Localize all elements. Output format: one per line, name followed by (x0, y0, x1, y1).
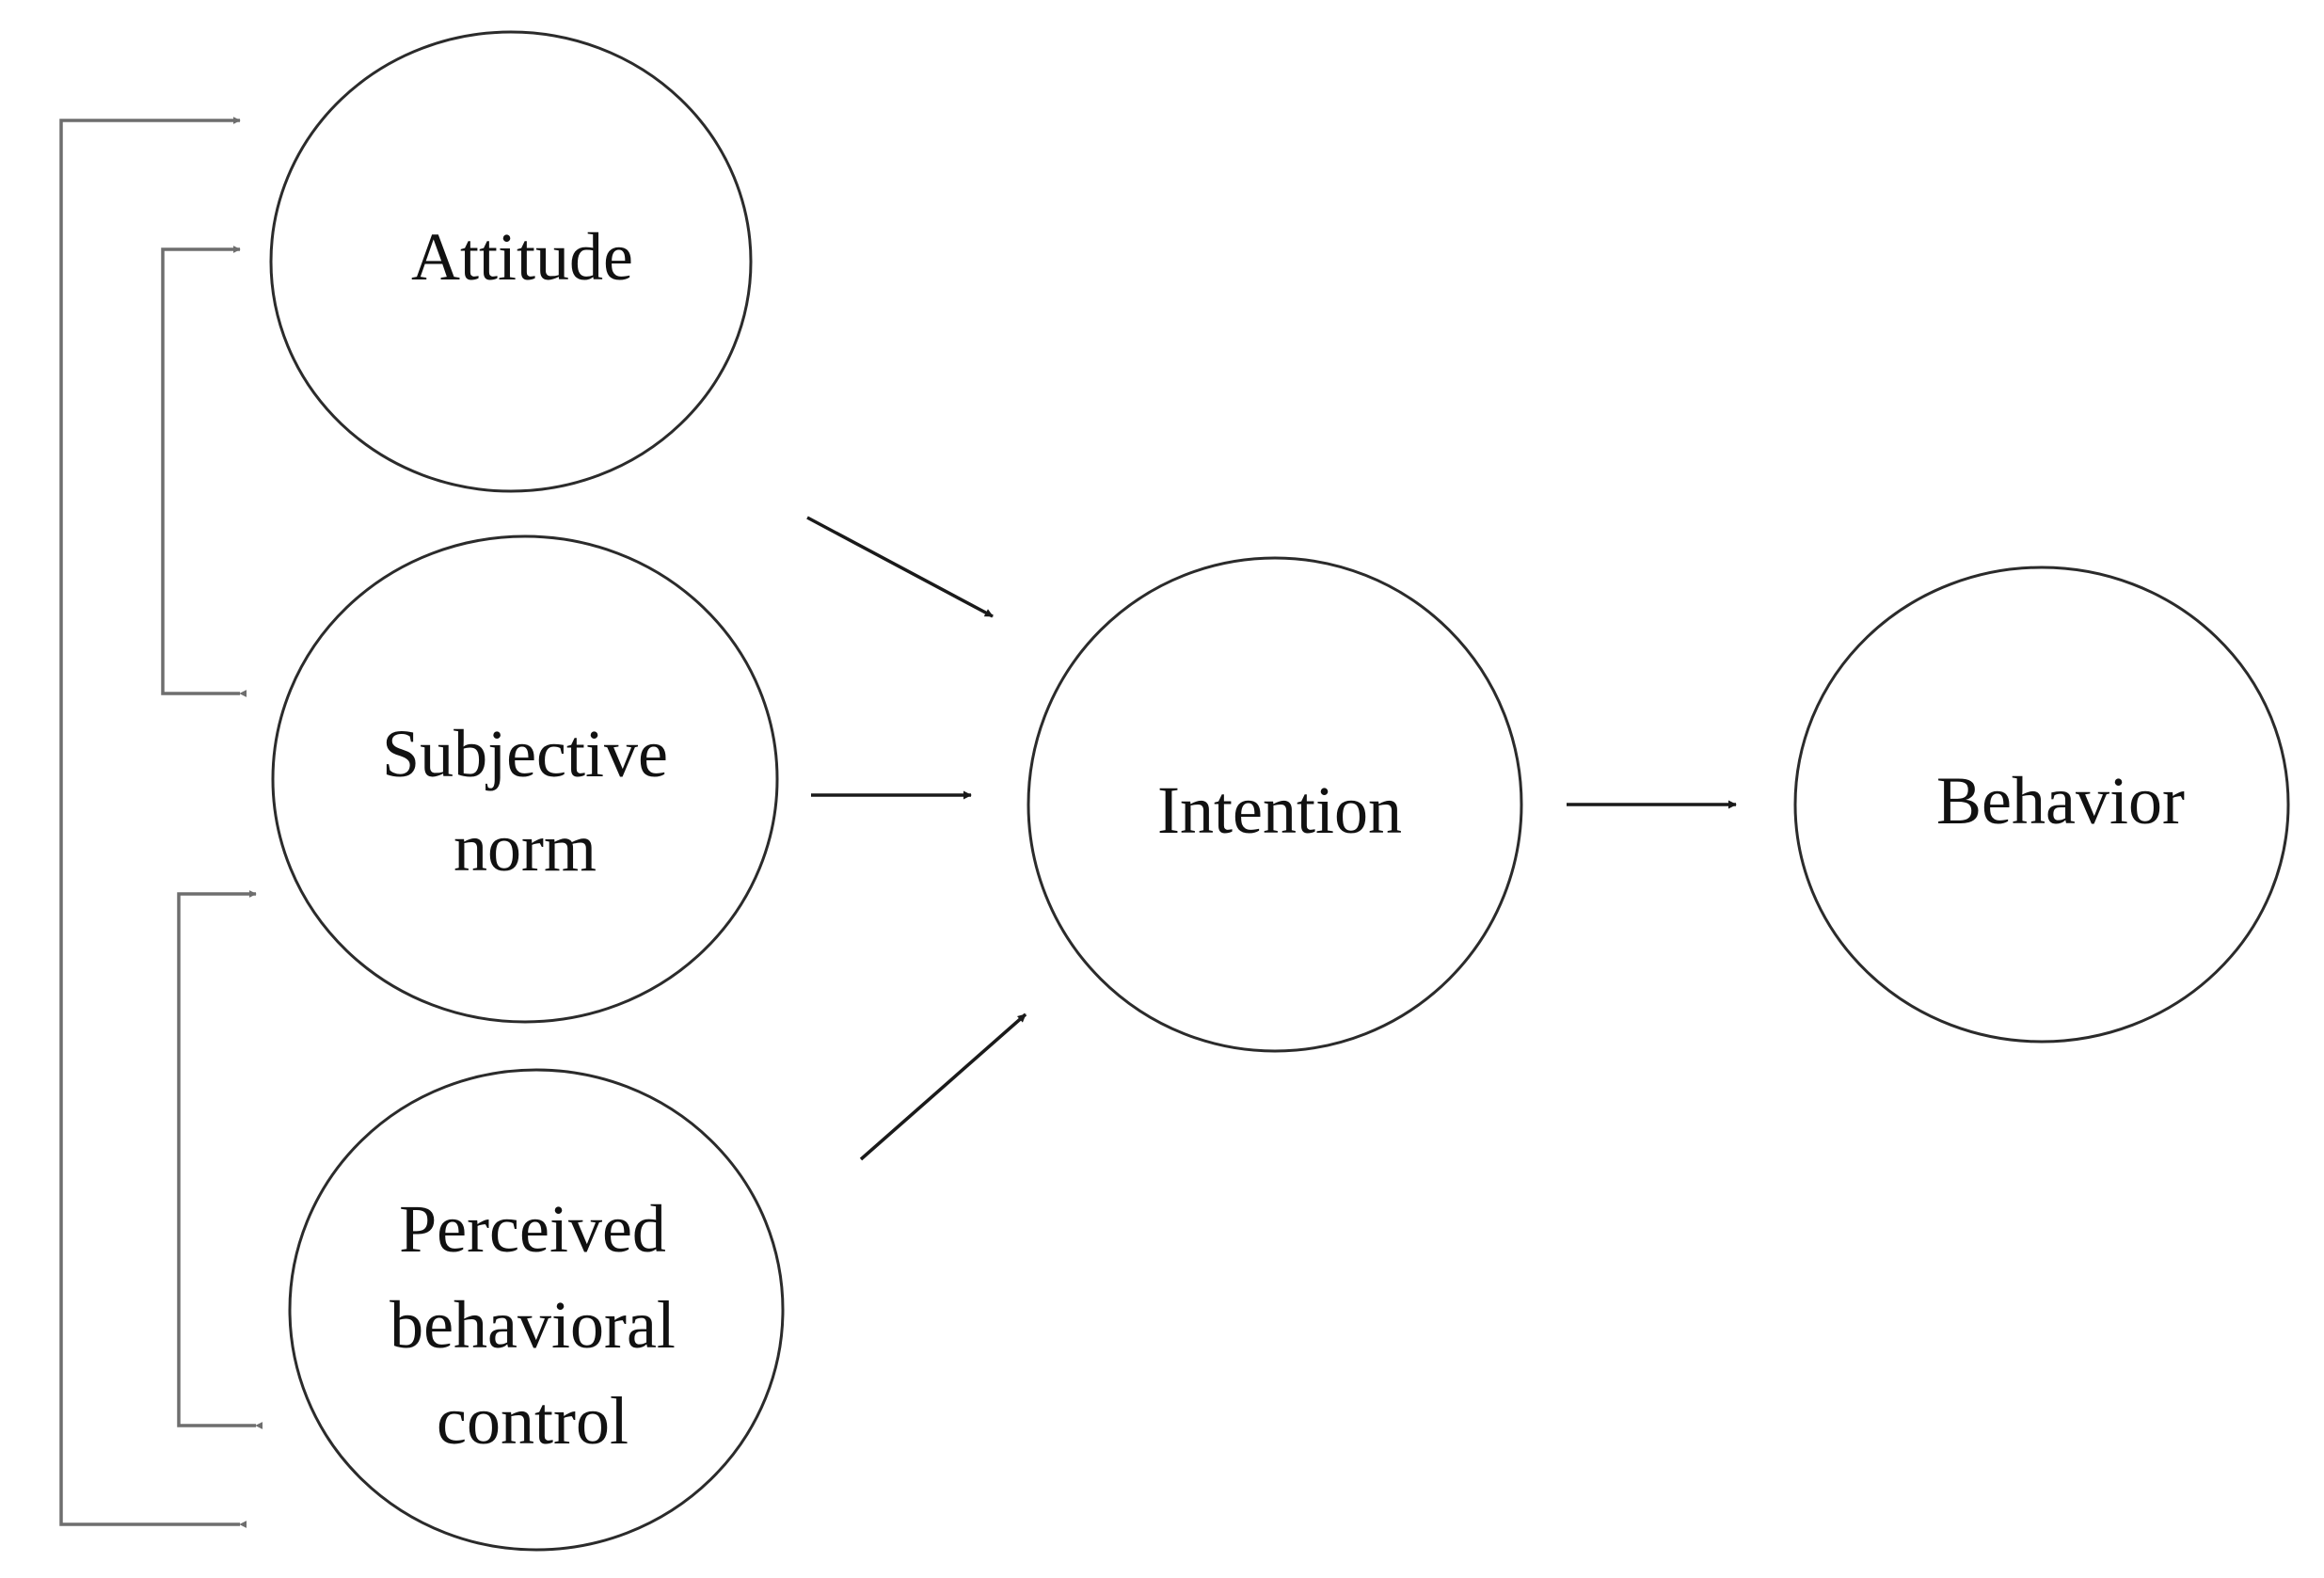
svg-text:Attitude: Attitude (411, 219, 633, 295)
svg-text:behavioral: behavioral (390, 1287, 676, 1363)
correlation-attitude-pbc (59, 117, 247, 1528)
arrow-attitude-to-intention (806, 516, 994, 618)
node-pbc-label-line2: behavioral (390, 1287, 676, 1363)
node-intention-label: Intention (1157, 773, 1402, 848)
node-pbc-label-line1: Perceived (399, 1191, 666, 1267)
svg-text:Intention: Intention (1157, 773, 1402, 848)
node-attitude: Attitude (269, 30, 753, 493)
arrow-pbc-to-intention (859, 1012, 1027, 1161)
svg-text:norm: norm (454, 810, 597, 885)
node-subjective-norm-label-line1: Subjective (382, 716, 668, 791)
node-subjective-norm: Subjective norm (271, 534, 779, 1024)
svg-text:control: control (437, 1383, 629, 1458)
node-attitude-label: Attitude (411, 219, 633, 295)
node-intention: Intention (1027, 556, 1523, 1053)
causal-arrows (806, 516, 1737, 1161)
svg-text:Perceived: Perceived (399, 1191, 666, 1267)
node-pbc-label-line3: control (437, 1383, 629, 1458)
node-subjective-norm-label-line2: norm (454, 810, 597, 885)
correlation-attitude-subjective-norm (161, 246, 247, 697)
node-behavior-label: Behavior (1936, 763, 2185, 838)
svg-text:Subjective: Subjective (382, 716, 668, 791)
correlation-subjective-norm-pbc (177, 890, 263, 1429)
correlation-brackets (59, 117, 263, 1528)
node-behavior: Behavior (1793, 566, 2290, 1044)
node-perceived-behavioral-control: Perceived behavioral control (288, 1068, 785, 1552)
svg-text:Behavior: Behavior (1936, 763, 2185, 838)
